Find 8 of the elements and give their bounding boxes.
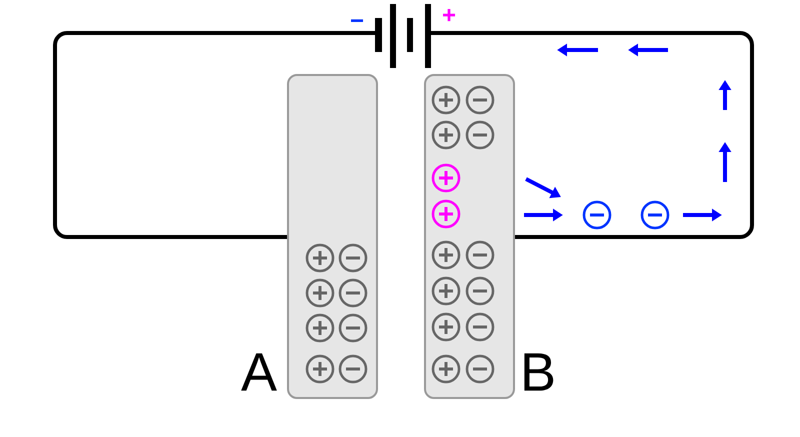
plate bbox=[287, 74, 378, 399]
battery-symbol bbox=[375, 4, 431, 68]
wire bbox=[53, 31, 376, 239]
plate-letter: B bbox=[524, 353, 554, 391]
plate-letter: A bbox=[241, 353, 277, 391]
battery-terminal-sign: + bbox=[443, 8, 456, 22]
battery-terminal-sign: − bbox=[351, 19, 364, 22]
wire bbox=[428, 31, 754, 239]
